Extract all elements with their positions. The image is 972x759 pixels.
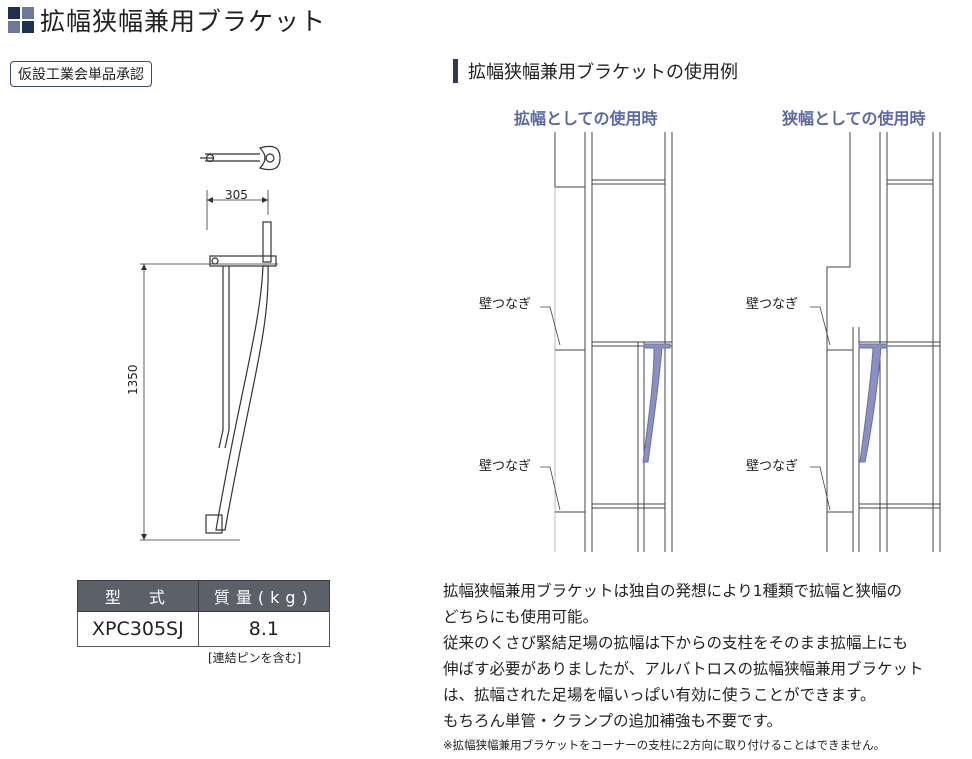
table-row: XPC305SJ 8.1	[77, 611, 331, 647]
spec-model-cell: XPC305SJ	[77, 611, 199, 647]
wall-tie-label: 壁つなぎ	[478, 455, 533, 474]
approval-badge: 仮設工業会単品承認	[10, 61, 152, 87]
spec-table: 型 式 質量(kg) XPC305SJ 8.1	[77, 580, 331, 647]
wall-tie-label: 壁つなぎ	[745, 293, 800, 312]
wall-tie-label: 壁つなぎ	[478, 293, 533, 312]
spec-note: [連結ピンを含む]	[208, 651, 302, 665]
wall-tie-label: 壁つなぎ	[745, 455, 800, 474]
dim-width-label: 305	[225, 188, 248, 202]
dim-height-label: 1350	[126, 364, 140, 395]
spec-header-model: 型 式	[77, 580, 199, 612]
bracket-highlight	[858, 343, 888, 463]
description-line: どちらにも使用可能。	[443, 608, 599, 626]
usage-heading: 拡幅狭幅兼用ブラケットの使用例	[468, 62, 738, 83]
description: 拡幅狭幅兼用ブラケットは独自の発想により1種類で拡幅と狭幅の どちらにも使用可能…	[443, 578, 963, 734]
footnote: ※拡幅狭幅兼用ブラケットをコーナーの支柱に2方向に取り付けることはできません。	[443, 738, 886, 752]
description-line: 拡幅狭幅兼用ブラケットは独自の発想により1種類で拡幅と狭幅の	[443, 582, 903, 600]
description-line: 伸ばす必要がありましたが、アルバトロスの拡幅狭幅兼用ブラケット	[443, 660, 924, 678]
description-line: は、拡幅された足場を幅いっぱい有効に使うことができます。	[443, 686, 876, 704]
page-title: 拡幅狭幅兼用ブラケット	[40, 7, 327, 36]
usage-diagram-narrow	[826, 132, 941, 552]
page-title-block: 拡幅狭幅兼用ブラケット	[8, 2, 326, 38]
description-line: 従来のくさび緊結足場の拡幅は下からの支柱をそのまま拡幅上にも	[443, 634, 909, 652]
top-view-clamp	[258, 145, 281, 171]
usage-diagram-wide	[554, 132, 673, 552]
spec-header-mass: 質量(kg)	[197, 580, 331, 612]
case-wide-label: 拡幅としての使用時	[514, 109, 658, 128]
case-narrow-label: 狭幅としての使用時	[782, 109, 926, 128]
wall-tie-leaders-narrow	[810, 306, 831, 511]
bracket-highlight	[642, 343, 671, 463]
description-line: もちろん単管・クランプの追加補強も不要です。	[443, 712, 782, 730]
spec-mass-cell: 8.1	[197, 611, 331, 647]
wall-tie-leaders-wide	[540, 306, 561, 511]
usage-heading-block: 拡幅狭幅兼用ブラケットの使用例	[453, 58, 738, 84]
bracket-drawing	[140, 145, 281, 541]
title-squares-icon	[8, 7, 34, 33]
heading-bar	[453, 59, 458, 83]
